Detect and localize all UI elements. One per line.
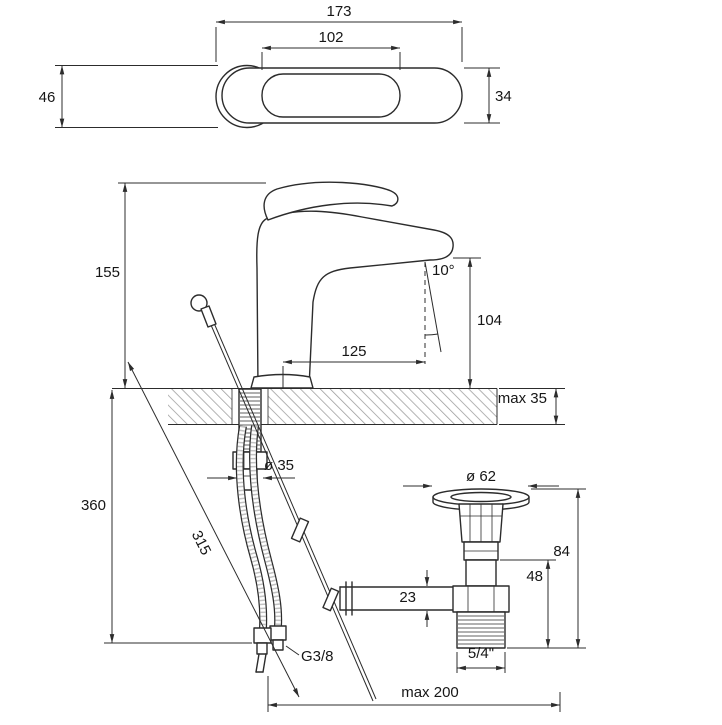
dim-rod-reach <box>267 676 561 712</box>
countertop-section <box>112 388 498 425</box>
label-rod-reach: max 200 <box>401 684 459 701</box>
label-waste-lower: 48 <box>526 568 543 585</box>
label-hose-length: 360 <box>81 497 106 514</box>
hose-right-nut <box>269 625 287 641</box>
label-faucet-height: 155 <box>95 264 120 281</box>
dimension-labels: 173 102 46 34 155 10° 104 125 max 35 ø 3… <box>39 3 570 701</box>
hose-left-nut <box>253 627 272 644</box>
dim-spout-height <box>453 257 481 389</box>
top-view-handle-inner <box>261 73 401 118</box>
label-waste-pipe: 23 <box>399 589 416 606</box>
faucet-body-spout <box>256 210 454 389</box>
rod-coupling-lower <box>322 587 340 612</box>
waste-stopper <box>450 491 512 503</box>
label-waste-thread: 5/4" <box>468 645 494 662</box>
label-mounting-hole: ø 35 <box>264 457 294 474</box>
dim-spout-angle <box>424 261 442 364</box>
waste-flange <box>432 488 530 506</box>
label-spout-angle: 10° <box>432 262 455 279</box>
leader-hose-thread <box>285 645 300 656</box>
dim-body-diameter <box>55 65 218 128</box>
pop-up-waste <box>339 488 530 649</box>
faucet-lever-handle <box>263 181 399 221</box>
dim-deck-thickness <box>499 388 565 425</box>
dim-handle-height <box>464 67 500 124</box>
dim-waste-lower-height <box>500 559 556 649</box>
label-spout-reach: 125 <box>341 343 366 360</box>
dim-total-width <box>215 19 463 62</box>
label-rod-length: 315 <box>188 528 215 558</box>
dim-rod-length <box>127 361 300 698</box>
dimensions <box>55 19 586 712</box>
label-waste-diameter: ø 62 <box>466 468 496 485</box>
dim-handle-width <box>261 45 401 70</box>
dim-waste-height <box>507 488 586 649</box>
label-handle-height: 34 <box>495 88 512 105</box>
dim-hose-length <box>104 389 252 644</box>
label-handle-width: 102 <box>318 29 343 46</box>
pull-rod-knob <box>190 294 208 312</box>
label-waste-height: 84 <box>553 543 570 560</box>
label-spout-height: 104 <box>477 312 502 329</box>
countertop-hatch-right <box>268 389 497 424</box>
waste-thread-section <box>456 611 506 649</box>
label-body-diameter: 46 <box>39 89 56 106</box>
faucet-base <box>250 373 314 389</box>
waste-locknut <box>452 585 510 613</box>
label-deck-thickness: max 35 <box>498 390 547 407</box>
top-view-handle <box>221 67 463 124</box>
countertop-hatch-left <box>168 389 232 424</box>
dim-waste-thread <box>456 652 506 673</box>
faucet-top-view <box>215 64 463 129</box>
label-hose-thread: G3/8 <box>301 648 334 665</box>
rod-coupling-upper <box>290 517 310 543</box>
label-total-width: 173 <box>326 3 351 20</box>
dim-faucet-height <box>118 182 266 389</box>
